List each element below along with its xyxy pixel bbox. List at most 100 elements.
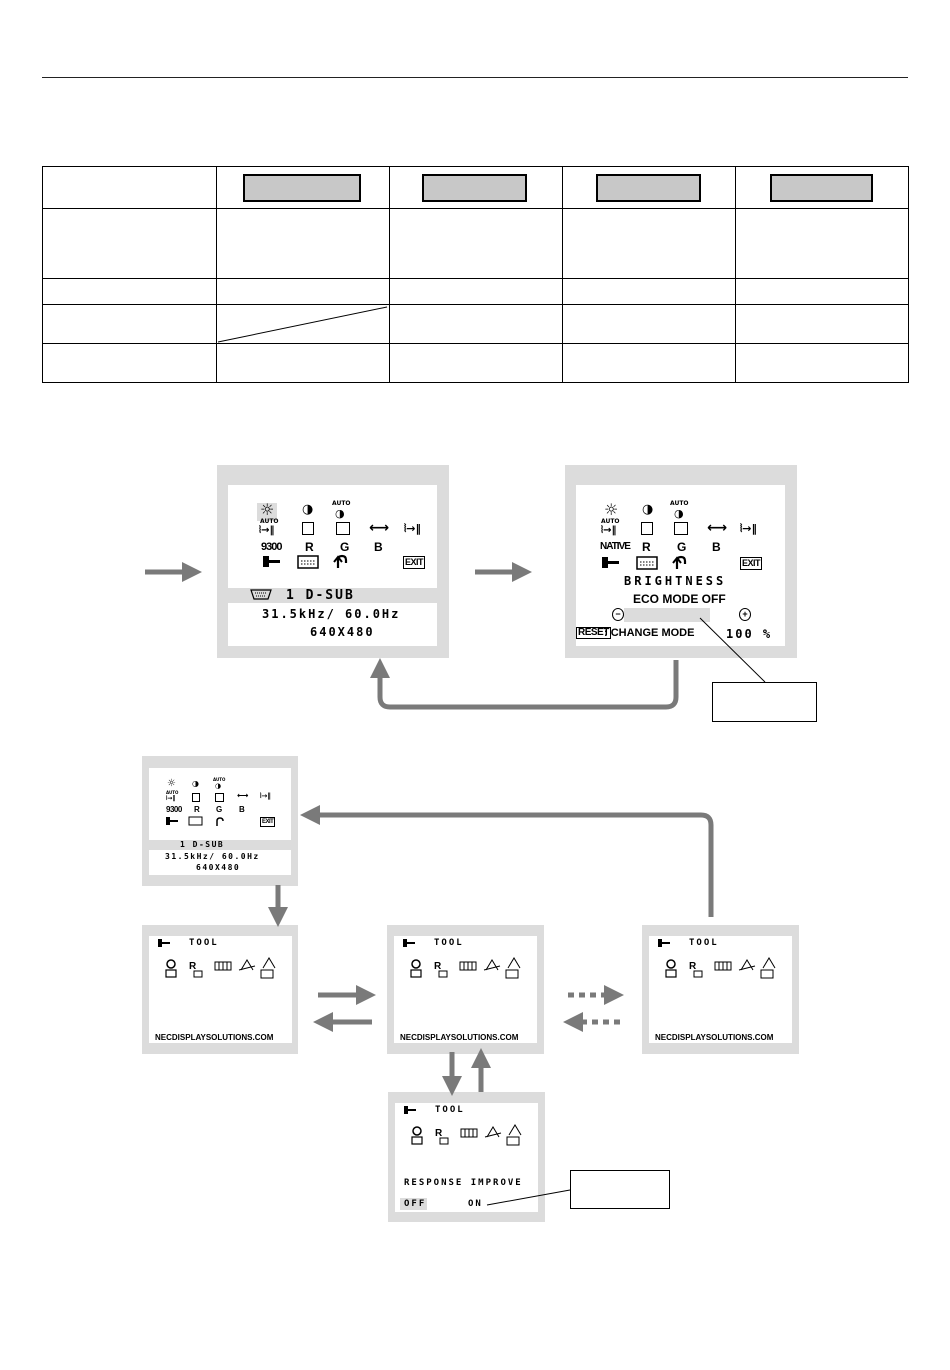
auto-contrast-icon: ◑ [215,782,222,790]
factory-reset-icon [672,555,687,569]
osd-main-menu-panel: ☼ ◑ AUTO ◑ AUTO ⦚→‖ ⟷ ⦚→‖ 9300 R G B EXI… [217,465,449,658]
arrow-brightness-back-to-main [370,658,679,710]
website-label: NECDISPLAYSOLUTIONS.COM [155,1033,274,1042]
brightness-highlight [257,503,277,521]
blue-label: B [239,805,245,814]
response-on-option[interactable]: ON [468,1199,483,1209]
osd-brightness-panel: ☼ ◑ AUTO ◑ AUTO ⦚→‖ ⟷ ⦚→‖ NATIVE R G B E… [565,465,797,658]
osd-response-screen: TOOL R RESPONSE IMPROVE OFF ON [395,1103,538,1212]
plus-icon: + [739,608,751,621]
auto-adjust-label: AUTO [601,518,620,525]
response-off-option[interactable]: OFF [404,1199,427,1209]
auto-contrast-icon: ◑ [674,507,684,520]
svg-text:R: R [189,961,197,972]
osd-tool-screen: TOOL R NECDISPLAYSOLUTIONS.COM [394,936,537,1043]
website-label: NECDISPLAYSOLUTIONS.COM [400,1033,519,1042]
brightness-icon: ☼ [260,500,275,519]
tool-wrench-icon [602,557,619,568]
key-function-table [42,166,909,383]
brightness-icon: ☼ [604,500,619,519]
table-col-divider [562,167,563,382]
brightness-slider-fill [624,608,710,622]
osd-tool-screen: TOOL R NECDISPLAYSOLUTIONS.COM [149,936,292,1043]
arrow-tool-back-to-main [300,805,714,917]
tool-submenu-icons: R [165,957,276,979]
osd-tool-panel-3: TOOL R NECDISPLAYSOLUTIONS.COM [642,925,799,1054]
osd-brightness-screen: ☼ ◑ AUTO ◑ AUTO ⦚→‖ ⟷ ⦚→‖ NATIVE R G B E… [576,485,785,646]
down-up-icon [215,793,224,802]
auto-adjust-icon: ⦚→‖ [166,795,176,802]
minus-icon: − [612,608,624,621]
osd-tool-screen: TOOL R NECDISPLAYSOLUTIONS.COM [649,936,792,1043]
h-size-icon: ⟷ [237,791,249,800]
brightness-title: BRIGHTNESS [624,574,727,588]
fine-icon: ⦚→‖ [740,522,758,535]
table-col-divider [389,167,390,382]
red-label: R [194,805,200,814]
auto-contrast-label: AUTO [213,777,226,782]
auto-adjust-icon: ⦚→‖ [601,525,617,536]
table-row-divider [43,208,908,209]
auto-contrast-label: AUTO [332,500,351,507]
exit-icon: EXIT [740,557,763,570]
change-mode-label: : CHANGE MODE [604,627,695,639]
response-improve-label: RESPONSE IMPROVE [404,1178,523,1188]
svg-text:R: R [689,961,697,972]
tool-wrench-icon [403,939,415,947]
header-rule [42,77,908,78]
contrast-icon: ◑ [642,502,654,517]
osd-main-small-screen: ☼ ◑ AUTO ◑ AUTO ⦚→‖ ⟷ ⦚→‖ 9300 R G B EXI… [149,768,291,875]
tool-title: TOOL [434,938,464,948]
green-label: G [216,805,223,814]
input-band [228,588,437,603]
exit-icon: EXIT [260,817,276,827]
green-label: G [677,540,687,554]
tool-title: TOOL [189,938,219,948]
contrast-icon: ◑ [302,502,314,517]
auto-adjust-label: AUTO [166,790,179,795]
down-up-icon [674,522,688,535]
fine-icon: ⦚→‖ [260,792,271,800]
frequency-label: 31.5kHz/ 60.0Hz [262,607,401,621]
input-label: 1 D-SUB [286,588,355,603]
off-highlight [400,1198,427,1210]
auto-adjust-icon: ⦚→‖ [259,525,275,536]
brightness-value: 100 % [726,627,773,641]
resolution-label: 640X480 [310,625,375,639]
contrast-icon: ◑ [192,779,199,788]
osd-main-small-panel: ☼ ◑ AUTO ◑ AUTO ⦚→‖ ⟷ ⦚→‖ 9300 R G B EXI… [142,756,298,886]
key-button-2 [422,174,527,202]
tool-wrench-icon [263,556,280,567]
brightness-slider[interactable]: − + [612,607,752,623]
exit-icon: EXIT [403,556,426,569]
factory-reset-icon [333,554,348,568]
color-9300-label: 9300 [261,541,283,553]
osd-tool-panel-1: TOOL R NECDISPLAYSOLUTIONS.COM [142,925,298,1054]
input-band [149,840,291,850]
h-size-icon: ⟷ [369,520,390,536]
reset-icon: RESET [576,627,611,639]
resolution-label: 640X480 [196,863,241,872]
color-native-label: NATIVE [600,541,631,552]
key-button-4 [770,174,873,202]
svg-text:R: R [435,1128,443,1139]
osd-tool-panel-2: TOOL R NECDISPLAYSOLUTIONS.COM [387,925,544,1054]
left-right-icon [302,522,314,535]
key-button-3 [596,174,701,202]
tool-wrench-icon [158,939,170,947]
osd-main-menu-screen: ☼ ◑ AUTO ◑ AUTO ⦚→‖ ⟷ ⦚→‖ 9300 R G B EXI… [228,485,437,646]
left-right-icon [192,793,200,802]
tool-title: TOOL [435,1105,465,1115]
table-row-divider [43,278,908,279]
callout-box-response [570,1170,670,1209]
left-right-icon [641,522,653,535]
key-button-1 [243,174,361,202]
osd-response-panel: TOOL R RESPONSE IMPROVE OFF ON [388,1092,545,1222]
green-label: G [340,540,350,554]
callout-box-brightness [712,682,817,722]
brightness-icon: ☼ [167,778,176,789]
osd-settings-icon [297,555,319,569]
tool-submenu-icons: R [411,1124,522,1146]
table-col-divider [735,167,736,382]
auto-contrast-label: AUTO [670,500,689,507]
